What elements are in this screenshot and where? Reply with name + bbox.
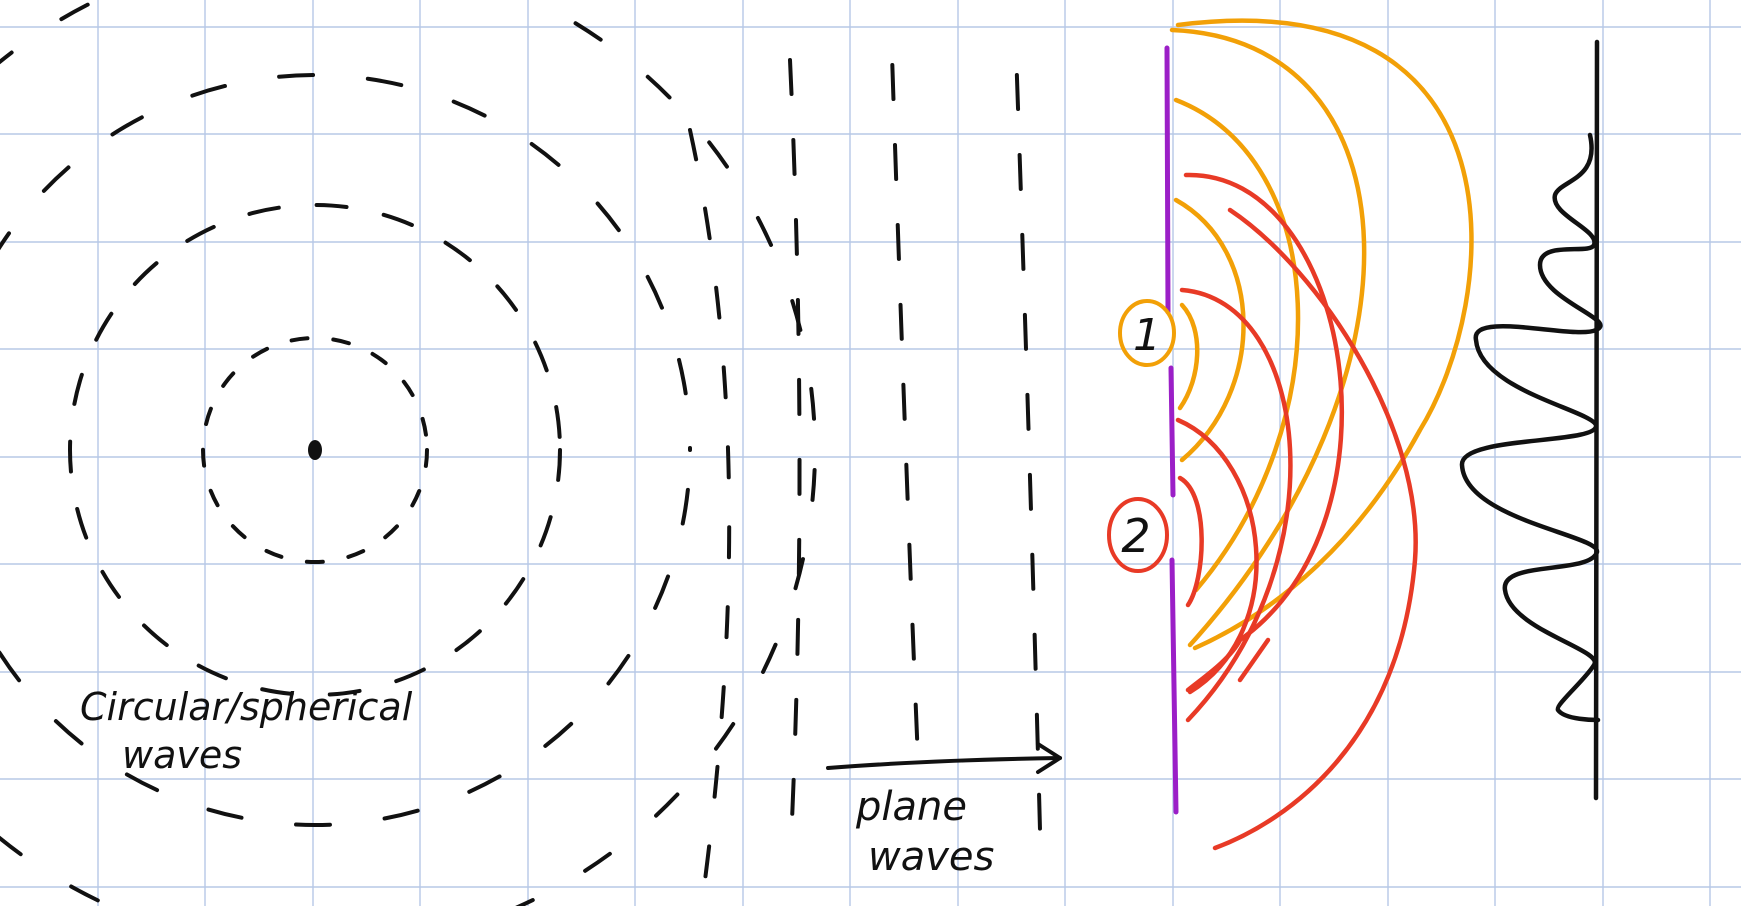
point-source-dot-icon — [308, 440, 322, 460]
interference-pattern-curve — [1459, 132, 1603, 723]
plane-wavefront-3 — [1014, 48, 1042, 832]
circular-wavefront-3 — [0, 73, 692, 827]
screen-line — [1593, 39, 1600, 801]
barrier-bottom-segment — [1169, 557, 1179, 815]
slit2-label: 2 — [1107, 497, 1169, 573]
slit1-label: 1 — [1118, 299, 1176, 367]
circular-waves-label-line2: waves — [122, 733, 242, 777]
slit1-label-text: 1 — [1133, 310, 1161, 361]
barrier-middle-segment — [1168, 365, 1176, 498]
circular-waves-label-line1: Circular/spherical — [80, 685, 413, 729]
slit1-wavefront-4 — [1169, 27, 1367, 648]
plane-wavefronts — [788, 48, 1042, 832]
plane-waves-label-line1: plane — [855, 784, 967, 830]
slit1-wavefront-1 — [1177, 302, 1200, 411]
circular-wavefront-1 — [201, 336, 429, 564]
barrier-top-segment — [1164, 45, 1171, 315]
slit2-label-text: 2 — [1121, 509, 1150, 563]
slit2-wavefront-3 — [1179, 287, 1293, 723]
slit2-wavefront-2 — [1175, 417, 1259, 695]
slit1-label-circle — [1118, 299, 1176, 367]
plane-waves-label: plane waves — [855, 784, 994, 880]
slit-barrier — [1164, 45, 1179, 815]
slit2-label-circle — [1107, 497, 1169, 573]
slit2-wavefront-4 — [1183, 172, 1345, 693]
slit2-wavefront-6 — [1237, 637, 1271, 683]
circular-waves-label: Circular/spherical waves — [80, 685, 413, 777]
circular-wavefront-5 — [688, 128, 732, 882]
slit1-wavefronts — [1169, 18, 1474, 651]
plane-wavefront-2 — [890, 53, 920, 762]
slit1-wavefront-2 — [1173, 197, 1246, 463]
slit2-wavefronts — [1175, 172, 1418, 851]
circular-wavefronts — [0, 0, 817, 906]
slit2-wavefront-5 — [1212, 207, 1418, 851]
slit1-wavefront-3 — [1173, 97, 1301, 593]
plane-wavefront-1 — [788, 58, 802, 822]
propagation-arrow-icon — [826, 742, 1062, 774]
plane-waves-label-line2: waves — [868, 834, 994, 880]
circular-wavefront-2 — [68, 203, 562, 697]
slit2-wavefront-1 — [1177, 475, 1204, 608]
detection-screen — [1459, 39, 1603, 801]
